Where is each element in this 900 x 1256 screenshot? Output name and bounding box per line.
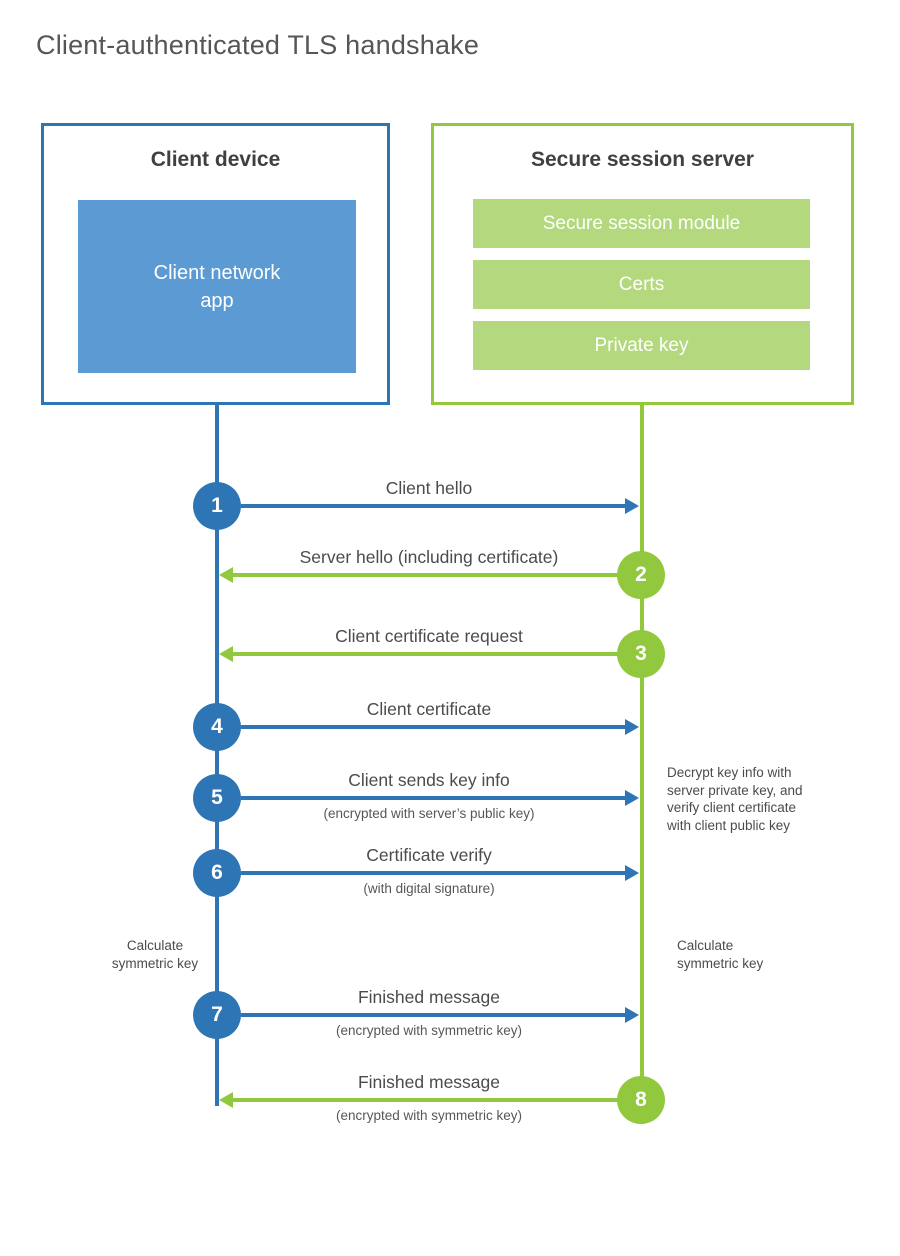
message-8-sublabel: (encrypted with symmetric key) bbox=[335, 1108, 523, 1123]
server-title: Secure session server bbox=[531, 148, 754, 171]
client-network-app-box: Client network app bbox=[78, 200, 356, 373]
message-5-sublabel: (encrypted with server’s public key) bbox=[323, 806, 535, 821]
step-5-number: 5 bbox=[211, 786, 223, 809]
message-7-arrow bbox=[241, 1013, 625, 1017]
message-8-arrow bbox=[233, 1098, 618, 1102]
server-box: Secure session server Secure session mod… bbox=[431, 123, 854, 405]
step-4-number: 4 bbox=[211, 715, 223, 738]
annotation-decrypt-line4: with client public key bbox=[667, 817, 791, 833]
annotation-calc-server: Calculate symmetric key bbox=[677, 937, 807, 972]
server-module-bar-certs: Certs bbox=[473, 260, 810, 309]
step-8-badge: 8 bbox=[617, 1076, 665, 1124]
client-device-box: Client device Client network app bbox=[41, 123, 390, 405]
step-5-badge: 5 bbox=[193, 774, 241, 822]
message-6-label: Certificate verify bbox=[366, 845, 492, 865]
annotation-calc-client-line1: Calculate bbox=[126, 938, 184, 953]
step-7-number: 7 bbox=[211, 1003, 223, 1026]
message-2-arrow bbox=[233, 573, 618, 577]
message-4-label: Client certificate bbox=[366, 699, 492, 719]
arrowhead-right-icon bbox=[625, 790, 639, 806]
step-1-number: 1 bbox=[211, 494, 223, 517]
message-3-arrow bbox=[233, 652, 618, 656]
message-7-sublabel: (encrypted with symmetric key) bbox=[335, 1023, 523, 1038]
step-8-number: 8 bbox=[635, 1088, 647, 1111]
client-lifeline bbox=[215, 405, 219, 1106]
server-lifeline bbox=[640, 405, 644, 1124]
annotation-calc-client-line2: symmetric key bbox=[111, 955, 199, 971]
annotation-decrypt-line2: server private key, and bbox=[667, 782, 803, 798]
client-network-app-label-line2: app bbox=[200, 289, 234, 312]
arrowhead-right-icon bbox=[625, 498, 639, 514]
message-3-label: Client certificate request bbox=[335, 626, 523, 646]
message-5-arrow bbox=[241, 796, 625, 800]
arrowhead-right-icon bbox=[625, 719, 639, 735]
arrowhead-left-icon bbox=[219, 646, 233, 662]
page-title: Client-authenticated TLS handshake bbox=[36, 30, 480, 60]
message-6-arrow bbox=[241, 871, 625, 875]
step-3-badge: 3 bbox=[617, 630, 665, 678]
message-7-label: Finished message bbox=[357, 987, 501, 1007]
server-module-bar-private-key: Private key bbox=[473, 321, 810, 370]
step-3-number: 3 bbox=[635, 642, 647, 665]
arrowhead-left-icon bbox=[219, 1092, 233, 1108]
step-2-number: 2 bbox=[635, 563, 647, 586]
annotation-decrypt-line1: Decrypt key info with bbox=[667, 765, 792, 780]
annotation-calc-server-line2: symmetric key bbox=[677, 955, 764, 971]
step-4-badge: 4 bbox=[193, 703, 241, 751]
step-7-badge: 7 bbox=[193, 991, 241, 1039]
client-network-app-label-line1: Client network bbox=[153, 261, 281, 284]
annotation-calc-client: Calculate symmetric key bbox=[90, 937, 220, 972]
annotation-calc-server-line1: Calculate bbox=[677, 938, 734, 953]
message-2-label: Server hello (including certificate) bbox=[299, 547, 559, 567]
message-1-label: Client hello bbox=[385, 478, 473, 498]
annotation-decrypt-line3: verify client certificate bbox=[667, 800, 797, 815]
message-5-label: Client sends key info bbox=[348, 770, 510, 790]
step-6-badge: 6 bbox=[193, 849, 241, 897]
message-1-arrow bbox=[241, 504, 625, 508]
arrowhead-right-icon bbox=[625, 1007, 639, 1023]
arrowhead-left-icon bbox=[219, 567, 233, 583]
server-module-bar-secure-session-module: Secure session module bbox=[473, 199, 810, 248]
message-6-sublabel: (with digital signature) bbox=[363, 881, 495, 896]
client-device-title: Client device bbox=[150, 148, 281, 171]
step-1-badge: 1 bbox=[193, 482, 241, 530]
annotation-decrypt: Decrypt key info with server private key… bbox=[667, 764, 832, 834]
message-8-label: Finished message bbox=[357, 1072, 501, 1092]
step-6-number: 6 bbox=[211, 861, 223, 884]
step-2-badge: 2 bbox=[617, 551, 665, 599]
message-4-arrow bbox=[241, 725, 625, 729]
arrowhead-right-icon bbox=[625, 865, 639, 881]
